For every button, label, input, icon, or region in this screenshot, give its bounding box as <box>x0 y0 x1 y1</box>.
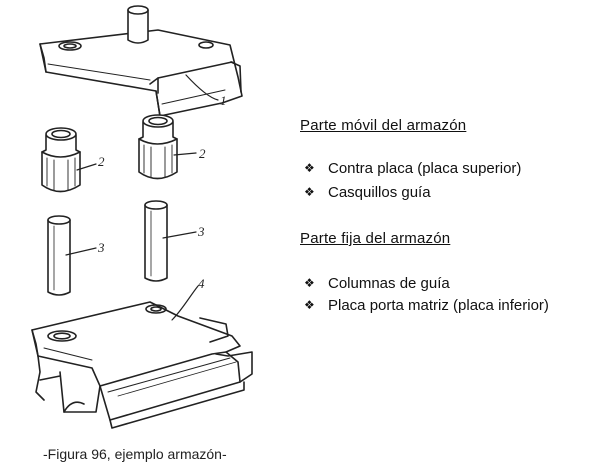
diamond-bullet-icon: ❖ <box>304 298 315 312</box>
list-item: ❖ Placa porta matriz (placa inferior) <box>304 297 549 314</box>
bushing-left <box>41 127 81 193</box>
part-label-3-left: 3 <box>97 240 105 255</box>
upper-plate-pin <box>127 5 149 44</box>
part-label-1: 1 <box>220 93 227 108</box>
diamond-bullet-icon: ❖ <box>304 276 315 290</box>
column-left <box>47 215 71 296</box>
leader-3-right <box>162 231 197 239</box>
column-right <box>144 200 168 282</box>
legend-movil: Parte móvil del armazón <box>300 117 466 134</box>
lower-plate <box>31 301 253 429</box>
list-item-label: Contra placa (placa superior) <box>328 160 522 177</box>
list-item: ❖ Contra placa (placa superior) <box>304 160 521 177</box>
leader-2-left <box>76 163 97 171</box>
list-item-label: Casquillos guía <box>328 184 431 201</box>
fija-heading: Parte fija del armazón <box>300 230 451 247</box>
part-label-2-right: 2 <box>199 146 206 161</box>
list-item-label: Placa porta matriz (placa inferior) <box>328 297 549 314</box>
part-label-4: 4 <box>198 276 205 291</box>
bushing-right <box>138 114 178 180</box>
movil-heading: Parte móvil del armazón <box>300 117 467 134</box>
list-item: ❖ Casquillos guía <box>304 184 431 201</box>
figure-caption: -Figura 96, ejemplo armazón- <box>43 446 227 462</box>
part-label-3-right: 3 <box>197 224 205 239</box>
list-item: ❖ Columnas de guía <box>304 275 450 292</box>
diamond-bullet-icon: ❖ <box>304 185 315 199</box>
leader-3-left <box>65 247 97 256</box>
list-item-label: Columnas de guía <box>328 275 450 292</box>
upper-plate <box>39 29 243 117</box>
diamond-bullet-icon: ❖ <box>304 161 315 175</box>
leader-2-right <box>173 152 197 156</box>
legend-fija: Parte fija del armazón <box>300 230 450 247</box>
leader-1 <box>185 74 219 101</box>
leader-4 <box>171 285 199 321</box>
part-label-2-left: 2 <box>98 154 105 169</box>
